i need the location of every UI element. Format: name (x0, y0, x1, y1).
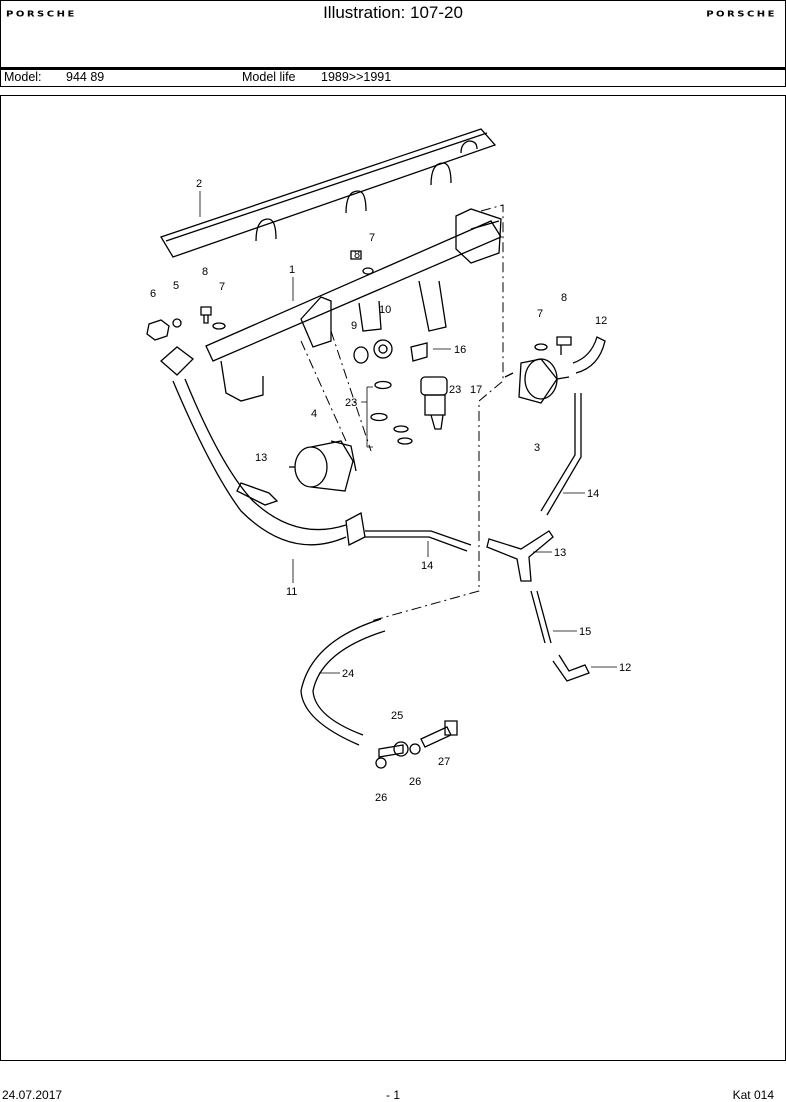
callout-23-right: 23 (449, 384, 461, 396)
fuel-hose-11 (172, 380, 347, 546)
callout-27: 27 (438, 756, 450, 768)
model-label: Model: (4, 70, 42, 84)
callout-12-top: 12 (595, 315, 607, 327)
callout-8-right: 8 (561, 292, 567, 304)
callout-7-top: 7 (369, 232, 375, 244)
callout-16: 16 (454, 344, 466, 356)
callout-23-left: 23 (345, 397, 357, 409)
callout-3: 3 (534, 442, 540, 454)
callout-8-left: 8 (202, 266, 208, 278)
footer-date: 24.07.2017 (2, 1088, 63, 1102)
injector (420, 376, 448, 396)
callout-14-right: 14 (587, 488, 599, 500)
elbow-hose (572, 336, 606, 374)
callout-17: 17 (470, 384, 482, 396)
callout-25: 25 (391, 710, 403, 722)
callout-6: 6 (150, 288, 156, 300)
brand-logo-right: PORSCHE (706, 10, 777, 19)
diagram-svg: 2 1 8 7 6 5 8 7 9 10 16 23 23 17 4 7 8 1… (146, 128, 631, 804)
pressure-damper (524, 358, 558, 400)
callout-26-right: 26 (409, 776, 421, 788)
callout-12-bottom: 12 (619, 662, 631, 674)
callout-9: 9 (351, 320, 357, 332)
bolt-27 (420, 726, 452, 748)
callout-15: 15 (579, 626, 591, 638)
page-header: PORSCHE Illustration: 107-20 PORSCHE (0, 0, 786, 68)
callout-13-right: 13 (554, 547, 566, 559)
model-life-value: 1989>>1991 (321, 70, 392, 84)
footer-catalog: Kat 014 (732, 1088, 774, 1102)
model-life-label: Model life (242, 70, 296, 84)
y-connector (486, 530, 554, 582)
callout-10: 10 (379, 304, 391, 316)
pressure-regulator (294, 446, 328, 488)
illustration-title: Illustration: 107-20 (323, 3, 463, 22)
callout-8-top: 8 (354, 249, 360, 261)
callout-7-left: 7 (219, 281, 225, 293)
footer-page-number: - 1 (386, 1088, 401, 1102)
callout-11: 11 (286, 586, 297, 598)
model-info-bar: Model: 944 89 Model life 1989>>1991 (0, 68, 786, 87)
cap-nut (146, 319, 170, 341)
model-value: 944 89 (66, 70, 105, 84)
exploded-parts-diagram: 2 1 8 7 6 5 8 7 9 10 16 23 23 17 4 7 8 1… (0, 95, 786, 1061)
callout-14-left: 14 (421, 560, 433, 572)
fuel-rail-cover (160, 128, 497, 258)
callout-4: 4 (311, 408, 317, 420)
callout-7-right: 7 (537, 308, 543, 320)
callout-13-left: 13 (255, 452, 267, 464)
brand-logo-left: PORSCHE (6, 10, 77, 19)
callout-5: 5 (173, 280, 179, 292)
callout-labels: 2 1 8 7 6 5 8 7 9 10 16 23 23 17 4 7 8 1… (150, 178, 631, 804)
fuel-hose-24 (300, 618, 382, 746)
callout-2: 2 (196, 178, 202, 190)
callout-26-left: 26 (375, 792, 387, 804)
fuel-rail (205, 220, 502, 362)
callout-24: 24 (342, 668, 354, 680)
clip (410, 342, 428, 362)
callout-1: 1 (289, 264, 295, 276)
diagram-artwork (146, 128, 606, 769)
